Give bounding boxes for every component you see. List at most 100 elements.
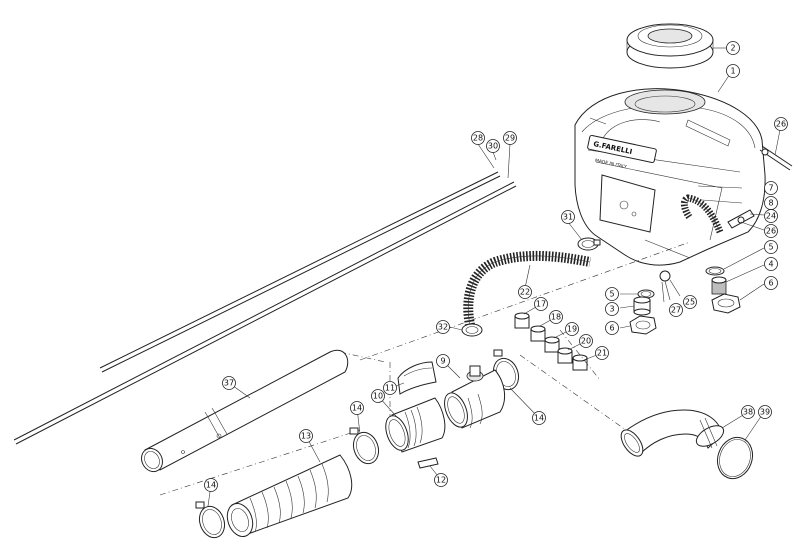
clamp-32-top (577, 237, 601, 251)
svg-text:31: 31 (563, 213, 573, 222)
clamp-14-middle (349, 427, 380, 465)
clamp-32-bottom (461, 323, 483, 337)
svg-text:4: 4 (768, 260, 773, 269)
svg-text:24: 24 (766, 212, 776, 221)
svg-text:37: 37 (224, 379, 234, 388)
cap-20 (557, 347, 573, 364)
callout-30: 29 (503, 131, 517, 145)
callout-24: 24 (764, 209, 778, 223)
nut-6-right (711, 293, 741, 314)
callout-14-left: 14 (204, 478, 218, 492)
callout-14-middle: 14 (350, 401, 364, 415)
svg-text:10: 10 (373, 392, 383, 401)
callout-7: 7 (764, 181, 778, 195)
tank-lid (626, 23, 714, 69)
ring-39 (716, 436, 754, 480)
callout-5-right: 5 (764, 240, 778, 254)
cap-19 (544, 336, 560, 353)
svg-text:14: 14 (352, 404, 362, 413)
svg-text:11: 11 (385, 384, 395, 393)
svg-text:14: 14 (534, 414, 544, 423)
svg-text:12: 12 (436, 476, 446, 485)
svg-text:39: 39 (760, 408, 770, 417)
svg-text:26: 26 (766, 227, 776, 236)
callout-37: 37 (222, 376, 236, 390)
svg-text:22: 22 (520, 288, 530, 297)
callout-2: 2 (726, 41, 740, 55)
nozzle-body-9 (444, 365, 506, 429)
fitting-3 (633, 296, 651, 316)
bracket-24 (727, 209, 755, 229)
callouts: 2 1 26 7 8 24 26 5 4 6 25 27 5 3 6 28 30… (204, 41, 788, 492)
callout-9: 9 (436, 354, 450, 368)
callout-28: 26 (774, 117, 788, 131)
hose-7-8 (680, 194, 724, 234)
hood-11 (397, 361, 437, 395)
callout-25: 25 (683, 295, 697, 309)
rod-29 (99, 171, 501, 373)
nut-6-left (629, 315, 657, 335)
callout-21: 21 (595, 346, 609, 360)
svg-text:6: 6 (609, 324, 614, 333)
hose-22 (463, 250, 591, 326)
callout-39: 39 (758, 405, 772, 419)
caps-17-21 (514, 312, 588, 371)
svg-text:30: 30 (488, 142, 498, 151)
rod-28 (759, 145, 793, 171)
svg-text:3: 3 (609, 305, 614, 314)
cap-17 (514, 312, 530, 329)
callout-13: 13 (299, 429, 313, 443)
callout-32-bottom: 32 (436, 320, 450, 334)
svg-text:32: 32 (438, 323, 448, 332)
svg-text:14: 14 (206, 481, 216, 490)
svg-text:9: 9 (440, 357, 445, 366)
callout-20: 20 (579, 334, 593, 348)
svg-text:38: 38 (743, 408, 753, 417)
svg-text:13: 13 (301, 432, 311, 441)
svg-text:17: 17 (536, 300, 546, 309)
cap-21 (572, 354, 588, 371)
callout-27: 27 (669, 303, 683, 317)
callout-6-right: 6 (764, 276, 778, 290)
callout-8: 8 (764, 196, 778, 210)
tank (574, 88, 766, 266)
valve-25-27 (659, 270, 671, 301)
svg-text:5: 5 (609, 290, 614, 299)
svg-text:25: 25 (685, 298, 695, 307)
leader-lines (207, 47, 781, 507)
fitting-4 (711, 276, 727, 295)
svg-text:19: 19 (567, 325, 577, 334)
callout-3: 3 (605, 302, 619, 316)
svg-text:5: 5 (768, 243, 773, 252)
svg-text:26: 26 (776, 120, 786, 129)
callout-32-top: 31 (561, 210, 575, 224)
callout-14-right: 14 (532, 411, 546, 425)
svg-text:29: 29 (505, 134, 515, 143)
callout-22: 22 (518, 285, 532, 299)
svg-text:1: 1 (730, 67, 735, 76)
svg-text:21: 21 (597, 349, 607, 358)
cap-18 (530, 325, 546, 342)
rod-30 (13, 181, 517, 445)
callout-11: 11 (383, 381, 397, 395)
svg-text:20: 20 (581, 337, 591, 346)
bellows-13 (226, 454, 353, 537)
connector-10 (385, 397, 446, 453)
callout-1: 1 (726, 64, 740, 78)
callout-31: 30 (486, 139, 500, 153)
callout-19-cap: 19 (565, 322, 579, 336)
clamp-14-left (195, 501, 226, 539)
callout-6-left: 6 (605, 321, 619, 335)
callout-4: 4 (764, 257, 778, 271)
oring-5-right (705, 266, 725, 276)
svg-text:7: 7 (768, 184, 773, 193)
callout-10: 10 (371, 389, 385, 403)
svg-text:18: 18 (551, 313, 561, 322)
svg-text:8: 8 (768, 199, 773, 208)
elbow-38 (620, 409, 725, 457)
svg-text:2: 2 (730, 44, 735, 53)
tube-37 (141, 349, 349, 473)
callout-17: 17 (534, 297, 548, 311)
callout-12: 12 (434, 473, 448, 487)
